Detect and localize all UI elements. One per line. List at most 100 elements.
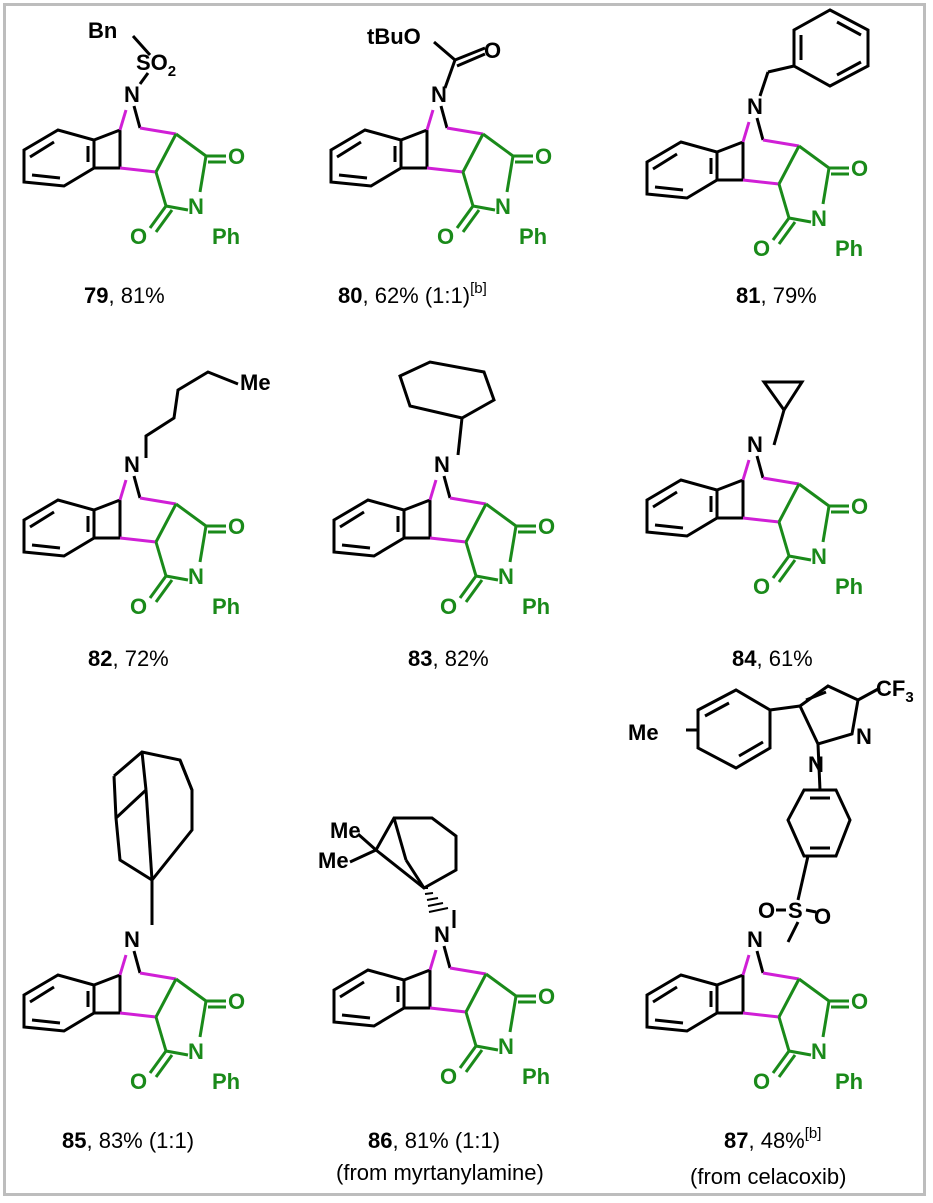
label-79-so: SO2 [136,50,176,80]
caption-84: 84, 61% [732,646,813,671]
core-1-o1: O [535,144,552,169]
core-8-n-imide: N [811,1039,827,1064]
note-86: (from myrtanylamine) [336,1160,544,1185]
core-2-o2: O [753,236,770,261]
core-0-o2: O [130,224,147,249]
substituent-79-bnso2 [131,34,152,85]
core-5-n-imide: N [811,544,827,569]
core-6-o2: O [130,1069,147,1094]
captions: 79, 81% 80, 62% (1:1)[b] 81, 79% 82, 72%… [62,280,846,1189]
core-2-n-imide: N [811,206,827,231]
hashed-bond-86 [424,887,449,913]
label-87-me: Me [628,720,659,745]
core-6-n-imide: N [188,1039,204,1064]
core-3-o2: O [130,594,147,619]
substituent-81-benzyl [758,8,870,97]
core-0-o1: O [228,144,245,169]
core-4-n-imide: N [498,564,514,589]
substituent-84-cyclopropyl [761,380,805,446]
core-7-o1: O [538,984,555,1009]
label-86-me2: Me [318,848,349,873]
core-6-n: N [124,927,140,952]
core-0-n-imide: N [188,194,204,219]
substituent-85-adamantyl [112,750,194,925]
note-87: (from celacoxib) [690,1164,846,1189]
label-87-o2: O [814,904,831,929]
substituent-83-cyclohexyl [398,360,496,456]
sulfonyl-bonds-87 [776,908,817,914]
core-3-n-imide: N [188,564,204,589]
label-79-bn: Bn [88,18,117,43]
core-3-o1: O [228,514,245,539]
core-6-o1: O [228,989,245,1014]
label-87-n1: N [808,752,824,777]
core-7-o2: O [440,1064,457,1089]
core-5-n: N [747,432,763,457]
caption-81: 81, 79% [736,283,817,308]
core-8-ph: Ph [835,1069,863,1094]
core-7-n: N [434,922,450,947]
core-0-n: N [124,82,140,107]
core-7-n-imide: N [498,1034,514,1059]
label-80-tbuo: tBuO [367,24,421,49]
label-87-s: S [788,898,803,923]
substituent-82-butyl [144,370,239,458]
core-8-o2: O [753,1069,770,1094]
core-7-ph: Ph [522,1064,550,1089]
substituent-87-celecoxib [686,684,881,943]
label-87-o1: O [758,898,775,923]
caption-79: 79, 81% [84,283,165,308]
core-4-o2: O [440,594,457,619]
core-2-n: N [747,94,763,119]
caption-87: 87, 48%[b] [724,1125,821,1153]
core-0-ph: Ph [212,224,240,249]
core-2-o1: O [851,156,868,181]
core-5-ph: Ph [835,574,863,599]
core-1-n-imide: N [495,194,511,219]
core-8-n: N [747,927,763,952]
label-86-me1: Me [330,818,361,843]
core-1-n: N [431,82,447,107]
core-3-ph: Ph [212,594,240,619]
core-1-o2: O [437,224,454,249]
core-4-o1: O [538,514,555,539]
label-87-cf3: CF3 [876,676,914,706]
substituent-86-myrtanyl [349,816,458,928]
caption-83: 83, 82% [408,646,489,671]
core-2-ph: Ph [835,236,863,261]
caption-82: 82, 72% [88,646,169,671]
core-3-n: N [124,452,140,477]
core-4-ph: Ph [522,594,550,619]
core-5-o1: O [851,494,868,519]
core-8-o1: O [851,989,868,1014]
figure-border [3,3,926,1196]
caption-85: 85, 83% (1:1) [62,1128,194,1153]
label-80-o: O [484,38,501,63]
label-82-me: Me [240,370,271,395]
substituent-80-boc [433,40,486,89]
label-87-n2: N [856,724,872,749]
core-4-n: N [434,452,450,477]
caption-86: 86, 81% (1:1) [368,1128,500,1153]
core-6-ph: Ph [212,1069,240,1094]
